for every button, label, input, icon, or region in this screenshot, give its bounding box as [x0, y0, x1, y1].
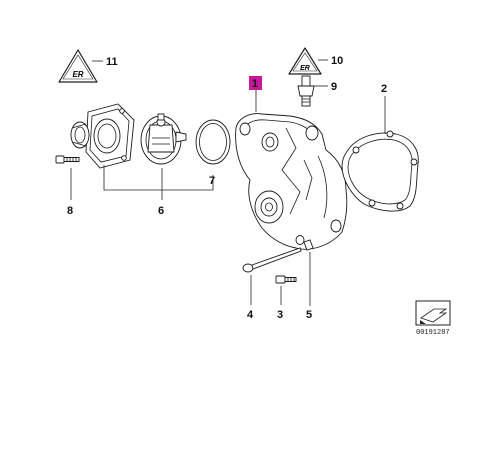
callout-8[interactable]: 8	[67, 205, 73, 217]
dowel-pin[interactable]	[303, 239, 314, 251]
water-pump[interactable]	[235, 113, 348, 250]
callout-4[interactable]: 4	[247, 309, 254, 321]
callout-5[interactable]: 5	[306, 309, 312, 321]
long-bolt[interactable]	[242, 247, 302, 273]
o-ring-seal[interactable]	[195, 119, 231, 165]
thermostat-housing-cover[interactable]	[70, 103, 135, 169]
drawing-number: 00191287	[416, 329, 450, 337]
warning-symbol-text: ER	[72, 70, 83, 79]
water-pump-gasket[interactable]	[341, 130, 419, 212]
callout-3[interactable]: 3	[277, 309, 283, 321]
callout-11[interactable]: 11	[106, 56, 118, 68]
callout-2[interactable]: 2	[381, 83, 387, 95]
short-bolt[interactable]	[275, 275, 297, 284]
callout-6[interactable]: 6	[158, 205, 164, 217]
warning-symbol-text: ER	[300, 65, 310, 72]
reference-icon	[415, 300, 451, 326]
temperature-sensor[interactable]	[297, 75, 315, 107]
callout-9[interactable]: 9	[331, 81, 337, 93]
highlight-marker[interactable]	[249, 76, 262, 90]
warning-triangle-icon-10[interactable]: ER	[288, 47, 322, 75]
warning-triangle-icon-11[interactable]: ER	[58, 49, 98, 83]
thermostat[interactable]	[140, 113, 187, 165]
callout-7[interactable]: 7	[209, 175, 215, 187]
callout-1[interactable]: 1	[252, 78, 258, 90]
callout-10[interactable]: 10	[331, 55, 343, 67]
bolt-8[interactable]	[55, 155, 80, 164]
